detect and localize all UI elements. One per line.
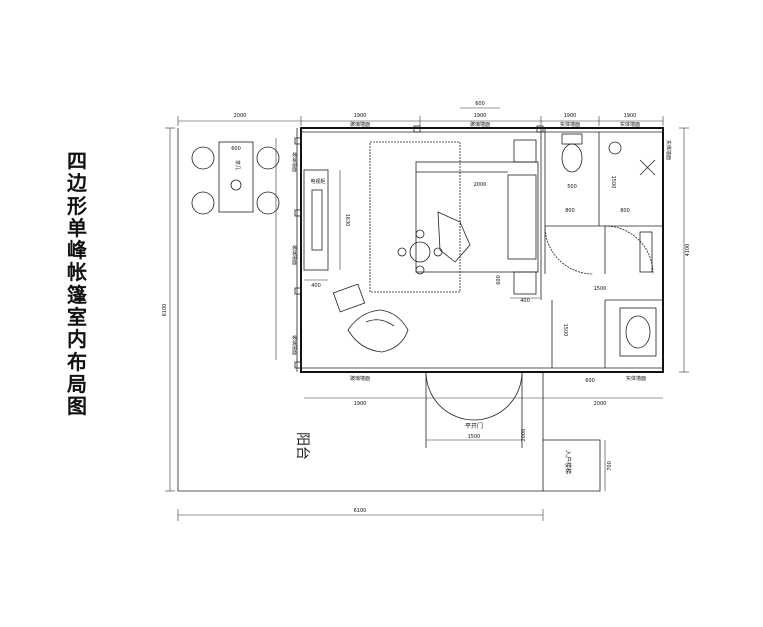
dim-corridor-v: 1500 <box>562 324 568 337</box>
label-glass-wall-top: 玻璃墙面 <box>350 121 370 128</box>
dim-left-total: 6100 <box>162 304 168 317</box>
label-entrance-stairs: 入户楼梯 <box>564 450 572 474</box>
label-solid-wall-top-2: 实体墙面 <box>620 121 640 128</box>
dim-shower-a: 1500 <box>610 176 616 189</box>
label-glass-wall-left-2: 玻璃墙面 <box>291 245 298 265</box>
bedside-table-top <box>513 139 537 163</box>
dim-top-mid: 1900 <box>354 113 367 119</box>
balcony-outline <box>177 128 601 492</box>
dim-desk: 1630 <box>344 214 350 227</box>
dim-bottom-600: 600 <box>585 378 595 384</box>
dim-top-right-b: 1900 <box>624 113 637 119</box>
bedside-table-bottom <box>513 271 537 295</box>
label-solid-wall-right: 实体墙面 <box>665 140 672 160</box>
bathroom-doors <box>544 225 654 275</box>
tv-cabinet <box>303 169 341 281</box>
dimension-lines <box>165 107 689 521</box>
dim-bottom-left: 1900 <box>354 401 367 407</box>
dim-table: 600 <box>231 146 241 152</box>
window-marks <box>294 125 544 369</box>
dim-top-door-b: 1900 <box>474 113 487 119</box>
label-balcony: 阳台 <box>294 432 310 460</box>
dim-top-left: 2000 <box>234 113 247 119</box>
label-solid-wall-top: 实体墙面 <box>560 121 580 128</box>
dim-toilet: 500 <box>567 184 577 190</box>
label-dining-table: 茶几 <box>234 160 241 170</box>
dim-tv-len: 400 <box>311 283 321 289</box>
dim-bed-foot: 400 <box>520 298 530 304</box>
label-glass-wall-left-1: 玻璃墙面 <box>291 152 298 172</box>
swing-door <box>425 371 523 448</box>
dim-door-side: 2000 <box>521 429 527 442</box>
label-door: 平开门 <box>465 422 483 430</box>
dim-bottom-right: 2000 <box>594 401 607 407</box>
bed <box>369 141 539 293</box>
dim-corridor-b: 1500 <box>594 286 607 292</box>
dim-overall: 6100 <box>354 508 367 514</box>
sink <box>619 307 657 357</box>
dim-corridor-a: 800 <box>565 208 575 214</box>
dim-shower-b: 800 <box>620 208 630 214</box>
armchairs <box>332 283 409 353</box>
page-title: 四边形单峰帐篷室内布局图 <box>67 149 87 419</box>
dim-right-small: 700 <box>607 461 613 471</box>
dim-bed-side: 600 <box>496 275 502 285</box>
label-glass-wall-bottom: 玻璃墙面 <box>350 375 370 382</box>
dim-top-door-a: 600 <box>475 101 485 107</box>
outdoor-dining-set <box>191 141 280 215</box>
toilet <box>561 133 583 173</box>
round-table <box>397 229 443 275</box>
label-glass-wall-top-2: 玻璃墙面 <box>470 121 490 128</box>
dim-top-right-a: 1900 <box>564 113 577 119</box>
dim-bed: 2000 <box>474 182 487 188</box>
dim-door-width: 1500 <box>468 434 481 440</box>
shower <box>608 141 656 176</box>
tent-walls <box>296 127 664 373</box>
dim-right-a: 4100 <box>685 244 691 257</box>
label-glass-wall-left-3: 玻璃墙面 <box>291 335 298 355</box>
label-tv-cabinet: 电视柜 <box>310 178 325 185</box>
label-solid-wall-bottom: 实体墙面 <box>626 375 646 382</box>
